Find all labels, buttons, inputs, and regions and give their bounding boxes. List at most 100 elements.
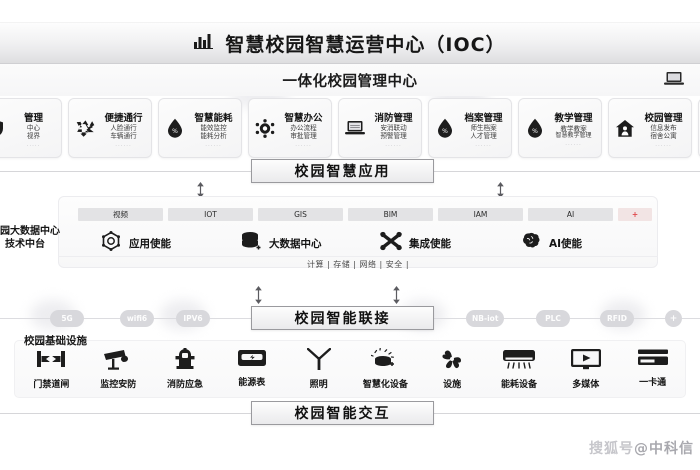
platform-enabler[interactable]: 集成使能 bbox=[380, 231, 520, 255]
app-card-sub: 办公流程 bbox=[290, 124, 317, 133]
platform-tag[interactable]: AI bbox=[528, 208, 613, 221]
infrastructure-label: 多媒体 bbox=[572, 380, 600, 390]
app-card[interactable]: % 教学管理 教学教案 智慧教学管理 ······ bbox=[518, 98, 602, 158]
infrastructure-label: 门禁道闸 bbox=[33, 380, 70, 390]
app-card-sub: 中心 bbox=[26, 124, 41, 133]
integration-icon bbox=[380, 231, 402, 255]
watermark: 搜狐号@中科信 bbox=[589, 438, 694, 458]
up-down-arrow-icon bbox=[496, 182, 505, 198]
network-tag-plc[interactable]: PLC bbox=[536, 310, 570, 327]
water-drop-icon: % bbox=[434, 118, 456, 138]
app-card-title: 消防管理 bbox=[374, 113, 413, 125]
app-card[interactable]: 校园管理 信息发布 宿舍公寓 ······ bbox=[608, 98, 692, 158]
app-card-dots: ······ bbox=[385, 142, 402, 149]
infrastructure-label: 能耗设备 bbox=[500, 380, 537, 390]
network-tag-nbiot[interactable]: NB-iot bbox=[466, 310, 505, 327]
platform-tag[interactable]: 视频 bbox=[78, 208, 163, 221]
monitor-play-icon bbox=[570, 348, 601, 374]
platform-tag-add-button[interactable]: + bbox=[618, 208, 652, 221]
bar-chart-icon bbox=[194, 33, 214, 53]
network-tag-5g[interactable]: 5G bbox=[50, 310, 84, 327]
fan-icon bbox=[440, 348, 464, 374]
app-card-dots: ······ bbox=[475, 142, 492, 149]
app-card-title: 档案管理 bbox=[464, 113, 503, 125]
network-tag-wifi6[interactable]: wifi6 bbox=[120, 310, 154, 327]
application-cards-row: 管理 中心 视界 ····· 便捷通行 人脸通行 车辆通行 ······ bbox=[0, 98, 700, 160]
sub-header-band: 一体化校园管理中心 bbox=[0, 64, 700, 96]
fire-hydrant-icon bbox=[174, 348, 196, 374]
app-card[interactable]: 智慧办公 办公流程 审批管理 ······ bbox=[248, 98, 332, 158]
infrastructure-label: 消防应急 bbox=[166, 380, 203, 390]
app-card-title: 便捷通行 bbox=[104, 113, 143, 125]
infrastructure-item[interactable]: 多媒体 bbox=[552, 348, 619, 390]
app-card-sub: 视界 bbox=[26, 132, 41, 141]
app-card-title: 教学管理 bbox=[554, 113, 593, 125]
laptop-icon bbox=[344, 120, 366, 136]
platform-enabler-label: 集成使能 bbox=[409, 237, 451, 250]
platform-enabler[interactable]: 大数据中心 bbox=[240, 231, 380, 255]
recycle-icon bbox=[74, 119, 96, 137]
app-card-dots: ······ bbox=[565, 142, 582, 149]
water-drop-icon: % bbox=[164, 118, 186, 138]
platform-tag[interactable]: IAM bbox=[438, 208, 523, 221]
platform-enabler-label: AI使能 bbox=[549, 237, 583, 250]
band-label-connection[interactable]: 校园智能联接 bbox=[251, 306, 434, 330]
app-card-sub: 人脸通行 bbox=[110, 124, 137, 133]
app-card[interactable]: % 档案管理 师生档案 人才管理 ······ bbox=[428, 98, 512, 158]
infrastructure-item[interactable]: 能耗设备 bbox=[486, 348, 553, 390]
platform-left-label-line1: 校园大数据中心 bbox=[0, 226, 60, 237]
infrastructure-item[interactable]: 照明 bbox=[285, 347, 352, 390]
platform-enabler[interactable]: 应用使能 bbox=[100, 231, 240, 255]
infrastructure-item[interactable]: 监控安防 bbox=[85, 348, 152, 390]
app-card[interactable]: 管理 中心 视界 ····· bbox=[0, 98, 62, 158]
app-card-sub: 人才管理 bbox=[470, 132, 497, 141]
app-card[interactable]: 便捷通行 人脸通行 车辆通行 ······ bbox=[68, 98, 152, 158]
access-gate-icon bbox=[37, 348, 66, 374]
app-card[interactable]: % 智慧能耗 能效监控 能耗分析 ······ bbox=[158, 98, 242, 158]
network-tag-add-button[interactable]: + bbox=[665, 310, 682, 327]
app-card[interactable]: 消防管理 安消联动 预警管理 ······ bbox=[338, 98, 422, 158]
app-card-sub: 智慧教学管理 bbox=[555, 132, 592, 140]
infrastructure-label: 智慧化设备 bbox=[362, 380, 408, 390]
energy-meter-icon bbox=[237, 348, 266, 372]
app-card-title: 智慧能耗 bbox=[194, 113, 233, 125]
infrastructure-item[interactable]: 门禁道闸 bbox=[18, 348, 85, 390]
app-card-sub: 宿舍公寓 bbox=[650, 132, 677, 141]
infrastructure-label: 照明 bbox=[309, 380, 328, 390]
infrastructure-item[interactable]: 设施 bbox=[419, 348, 486, 390]
infrastructure-label: 能源表 bbox=[238, 378, 266, 388]
divider-line bbox=[0, 413, 251, 414]
watermark-prefix: 搜狐号 bbox=[589, 441, 634, 457]
platform-tag[interactable]: GIS bbox=[258, 208, 343, 221]
app-card-sub: 信息发布 bbox=[650, 124, 677, 133]
smart-card-icon bbox=[637, 348, 668, 372]
infrastructure-item[interactable]: 智慧化设备 bbox=[352, 347, 419, 390]
platform-enabler[interactable]: AI使能 bbox=[520, 232, 660, 254]
platform-left-label-line2: 技术中台 bbox=[5, 238, 45, 250]
divider-line bbox=[434, 413, 700, 414]
infrastructure-item[interactable]: 一卡通 bbox=[619, 348, 686, 388]
platform-enabler-row: 应用使能 大数据中心 集成使能 bbox=[100, 228, 660, 258]
band-label-interaction[interactable]: 校园智能交互 bbox=[251, 401, 434, 425]
air-conditioner-icon bbox=[502, 348, 535, 374]
app-card-dots: ······ bbox=[295, 142, 312, 149]
app-card-sub: 教学教案 bbox=[560, 124, 587, 133]
platform-tag-row: 视频 IOT GIS BIM IAM AI + bbox=[78, 208, 652, 221]
band-label-application[interactable]: 校园智慧应用 bbox=[251, 159, 434, 183]
network-tag-rfid[interactable]: RFID bbox=[600, 310, 634, 327]
platform-tag[interactable]: IOT bbox=[168, 208, 253, 221]
app-card-dots: ······ bbox=[115, 142, 132, 149]
network-tag-ipv6[interactable]: IPV6 bbox=[176, 310, 210, 327]
app-card-sub: 师生档案 bbox=[470, 124, 497, 133]
platform-enabler-label: 应用使能 bbox=[129, 237, 171, 250]
infrastructure-item[interactable]: 能源表 bbox=[218, 348, 285, 388]
platform-footer: 计算 | 存储 | 网络 | 安全 | bbox=[58, 256, 658, 272]
platform-tag[interactable]: BIM bbox=[348, 208, 433, 221]
infrastructure-row: 门禁道闸 监控安防 bbox=[18, 347, 686, 394]
divider-line bbox=[0, 171, 251, 172]
cctv-camera-icon bbox=[103, 348, 133, 374]
infrastructure-label: 设施 bbox=[443, 380, 462, 390]
app-card-sub: 车辆通行 bbox=[110, 132, 137, 141]
laptop-icon bbox=[664, 71, 684, 90]
infrastructure-item[interactable]: 消防应急 bbox=[152, 348, 219, 390]
